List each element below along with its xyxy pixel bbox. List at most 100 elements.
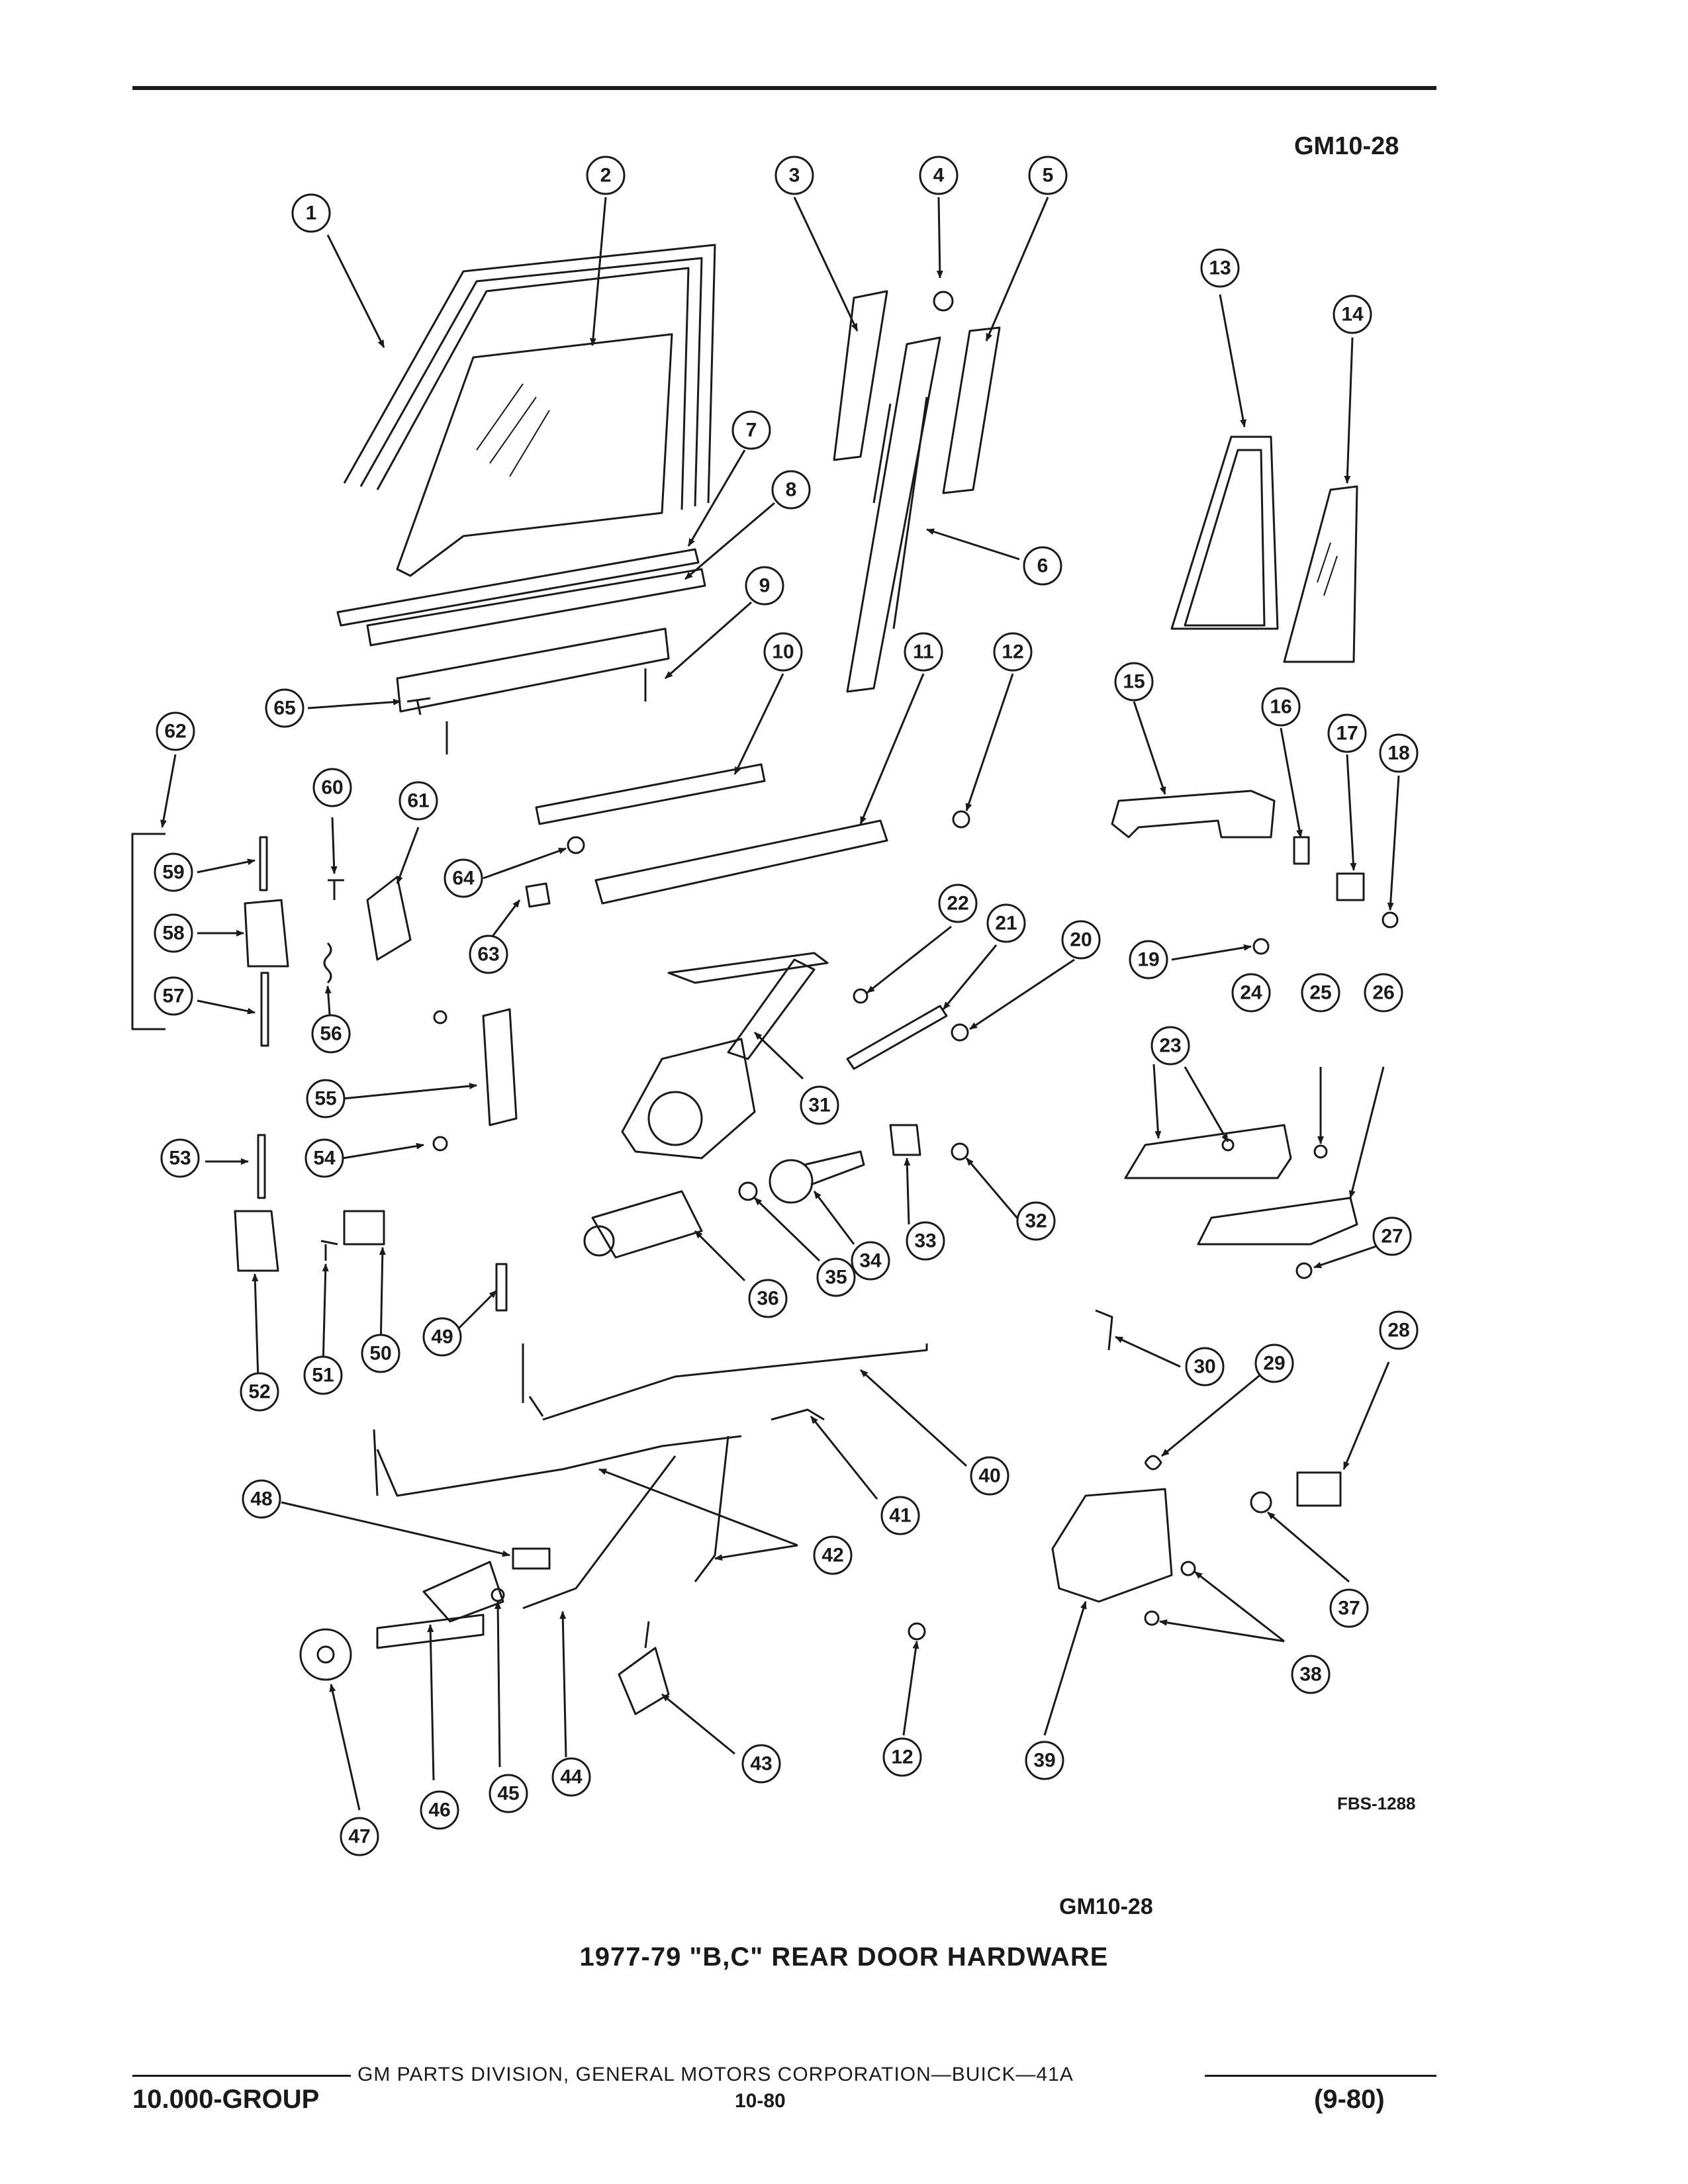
part-31-regulator: [667, 952, 829, 984]
top-rule: [132, 86, 1436, 90]
callout-number: 65: [273, 698, 295, 719]
part-60-bolt: [328, 879, 344, 900]
callout-circle: [1231, 973, 1271, 1013]
callout-circle: [420, 1790, 459, 1830]
callout-number: 24: [1240, 982, 1262, 1004]
callout-2: 2: [586, 156, 626, 195]
callout-25: 25: [1301, 973, 1340, 1013]
callout-52: 52: [240, 1372, 279, 1412]
callout-30: 30: [1185, 1347, 1225, 1387]
callout-28: 28: [1379, 1310, 1419, 1350]
part-40-rod: [542, 1343, 928, 1421]
part-56-spring: [323, 942, 332, 984]
callout-number: 43: [750, 1753, 772, 1775]
callout-circle: [1329, 1588, 1369, 1628]
part-23-handle: [1124, 1124, 1292, 1179]
part-52-hinge: [234, 1210, 279, 1272]
callout-circle: [469, 934, 508, 974]
callout-circle: [1301, 973, 1340, 1013]
callout-circle: [774, 156, 814, 195]
part-58-hinge: [244, 899, 289, 968]
callout-circle: [771, 470, 811, 510]
callout-23: 23: [1150, 1026, 1190, 1066]
callout-number: 46: [428, 1799, 450, 1821]
footer-page-number: 10-80: [735, 2090, 786, 2112]
callout-5: 5: [1028, 156, 1068, 195]
callout-number: 64: [452, 868, 475, 889]
callout-34: 34: [851, 1241, 890, 1281]
callout-circle: [1372, 1216, 1412, 1256]
callout-circle: [986, 903, 1026, 943]
callout-circle: [1327, 713, 1367, 753]
callout-circle: [1061, 920, 1101, 960]
callout-number: 6: [1037, 555, 1049, 577]
diagram-code-bottom: GM10-28: [1059, 1894, 1153, 1919]
callout-39: 39: [1025, 1741, 1064, 1780]
part-39-lock: [1051, 1488, 1173, 1603]
part-5-run: [942, 326, 1001, 494]
callout-circle: [312, 768, 352, 807]
callout-circle: [1129, 940, 1168, 979]
callout-circle: [1379, 1310, 1419, 1350]
callout-circle: [1379, 733, 1419, 773]
callout-number: 59: [162, 862, 184, 884]
callout-number: 2: [600, 165, 612, 187]
callout-number: 33: [914, 1230, 936, 1252]
callout-circle: [741, 1744, 781, 1784]
callout-60: 60: [312, 768, 352, 807]
callout-32: 32: [1016, 1201, 1056, 1241]
callout-number: 38: [1299, 1664, 1321, 1686]
part-6-channel: [846, 336, 941, 693]
callout-41: 41: [880, 1496, 920, 1535]
callout-circle: [1028, 156, 1068, 195]
callout-59: 59: [154, 852, 193, 892]
callout-57: 57: [154, 976, 193, 1016]
callout-number: 5: [1043, 165, 1054, 187]
callout-number: 20: [1070, 929, 1092, 951]
callout-circle: [361, 1334, 400, 1373]
part-22-rivet: [853, 988, 868, 1004]
callout-35: 35: [816, 1257, 856, 1297]
part-25-clip: [1313, 1144, 1328, 1159]
diagram-code-top: GM10-28: [1294, 132, 1399, 160]
callout-circle: [422, 1317, 462, 1357]
callout-number: 51: [312, 1365, 334, 1387]
callout-circle: [763, 632, 803, 672]
part-32-screw: [951, 1142, 969, 1161]
callout-number: 58: [162, 923, 184, 944]
part-45-clip: [491, 1588, 505, 1602]
callout-number: 29: [1263, 1353, 1285, 1375]
callout-50: 50: [361, 1334, 400, 1373]
callout-number: 34: [859, 1250, 882, 1272]
callout-circle: [748, 1279, 788, 1318]
callout-number: 23: [1159, 1035, 1181, 1057]
callout-number: 3: [789, 165, 800, 187]
part-41-rod: [771, 1408, 825, 1421]
callout-circle: [242, 1479, 281, 1519]
callout-number: 44: [560, 1766, 583, 1788]
callout-46: 46: [420, 1790, 459, 1830]
callout-number: 45: [497, 1783, 519, 1805]
part-8-channel: [366, 568, 706, 647]
callout-14: 14: [1333, 295, 1372, 334]
callout-29: 29: [1254, 1343, 1294, 1383]
part-15-handle: [1111, 790, 1276, 839]
callout-circle: [489, 1774, 528, 1813]
callout-21: 21: [986, 903, 1026, 943]
footer-group: 10.000-GROUP: [132, 2085, 320, 2114]
callout-9: 9: [745, 566, 784, 606]
part-53-pin: [257, 1134, 266, 1199]
callout-number: 42: [821, 1545, 843, 1567]
callout-47: 47: [340, 1817, 379, 1856]
callout-15: 15: [1114, 662, 1154, 702]
footer-rule-left: [132, 2075, 351, 2077]
callout-31: 31: [800, 1085, 839, 1125]
part-19-clip: [1252, 938, 1270, 955]
callout-6: 6: [1023, 546, 1062, 586]
callout-circle: [160, 1138, 200, 1178]
part-12-clip-lower: [908, 1622, 926, 1641]
callout-circle: [154, 852, 193, 892]
callout-number: 22: [947, 893, 968, 915]
callout-number: 4: [933, 165, 945, 187]
